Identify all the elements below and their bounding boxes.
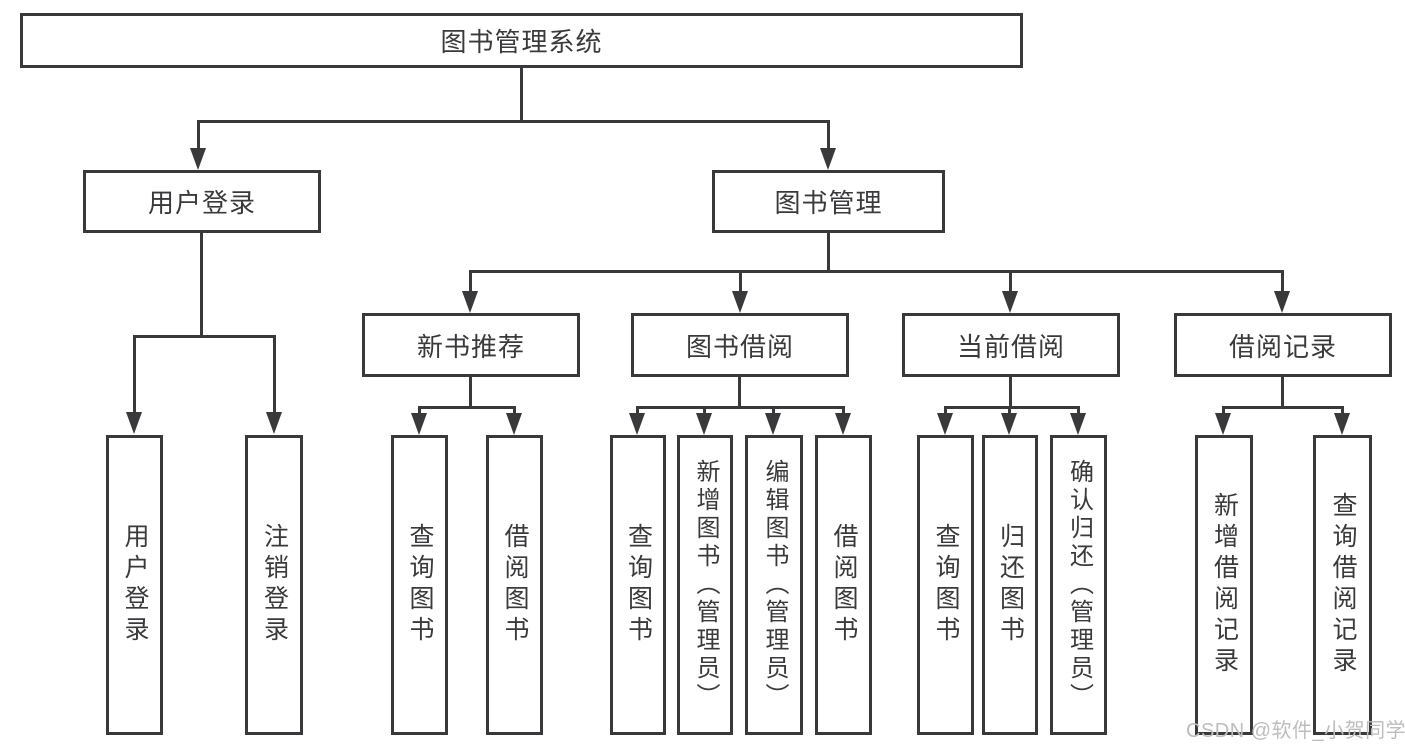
arrow-to-leaf-query-record — [1334, 406, 1351, 435]
leaf-label: 查询图书 — [932, 523, 960, 647]
leaf-query-borrow-record: 查询借阅记录 — [1313, 435, 1372, 735]
connector-root-stem — [520, 68, 523, 123]
node-label: 图书管理 — [774, 188, 883, 218]
node-label: 图书管理系统 — [440, 27, 603, 57]
leaf-label: 查询图书 — [624, 523, 653, 647]
arrow-to-leaf-query-books-2 — [629, 406, 646, 435]
arrow-to-book-management — [820, 120, 837, 170]
arrow-to-leaf-confirm-return — [1070, 406, 1087, 435]
arrow-to-new-book-recommend — [462, 270, 479, 313]
node-book-management: 图书管理 — [712, 170, 945, 233]
arrow-to-leaf-add-record — [1215, 406, 1232, 435]
leaf-add-books-admin: 新增图书（管理员） — [677, 435, 733, 735]
node-book-borrowing: 图书借阅 — [631, 313, 849, 377]
connector-root-branch — [197, 120, 830, 123]
leaf-query-books-recommend: 查询图书 — [391, 435, 448, 735]
arrow-to-leaf-logout — [266, 335, 283, 434]
connector-records-branch — [1223, 406, 1344, 409]
leaf-logout-login: 注销登录 — [245, 435, 303, 735]
leaf-add-borrow-record: 新增借阅记录 — [1195, 435, 1253, 735]
node-user-login: 用户登录 — [83, 170, 321, 233]
leaf-label: 借阅图书 — [501, 523, 529, 647]
csdn-watermark: CSDN @软件_小贺同学 — [1186, 720, 1405, 742]
node-label: 当前借阅 — [956, 331, 1065, 362]
arrow-to-leaf-user-login — [126, 335, 143, 434]
leaf-query-books-borrowing: 查询图书 — [610, 435, 666, 735]
connector-book-management-branch — [470, 270, 1284, 273]
leaf-label: 新增图书（管理员） — [692, 459, 719, 711]
arrow-to-leaf-edit-books — [765, 406, 782, 435]
leaf-label: 查询借阅记录 — [1329, 492, 1357, 678]
arrow-to-user-login — [190, 120, 207, 170]
leaf-return-books: 归还图书 — [982, 435, 1038, 735]
node-current-borrowing: 当前借阅 — [902, 313, 1120, 377]
arrow-to-book-borrowing — [732, 270, 749, 313]
connector-current-stem — [1009, 377, 1012, 408]
arrow-to-current-borrowing — [1002, 270, 1019, 313]
node-label: 新书推荐 — [416, 331, 525, 362]
connector-recommend-branch — [418, 406, 516, 409]
node-new-book-recommend: 新书推荐 — [362, 313, 580, 377]
leaf-borrow-books-borrowing: 借阅图书 — [815, 435, 872, 735]
leaf-borrow-books-recommend: 借阅图书 — [486, 435, 543, 735]
leaf-label: 新增借阅记录 — [1210, 492, 1239, 678]
leaf-label: 编辑图书（管理员） — [761, 459, 788, 711]
connector-recommend-stem — [469, 377, 472, 408]
leaf-label: 用户登录 — [121, 523, 149, 647]
arrow-to-leaf-query-books-3 — [937, 406, 954, 435]
node-borrowing-records: 借阅记录 — [1174, 313, 1392, 377]
node-label: 图书借阅 — [685, 331, 794, 362]
leaf-label: 归还图书 — [996, 523, 1025, 647]
arrow-to-leaf-borrow-books-2 — [835, 406, 852, 435]
connector-current-branch — [944, 406, 1080, 409]
node-label: 用户登录 — [147, 188, 256, 218]
arrow-to-leaf-add-books — [696, 406, 713, 435]
leaf-edit-books-admin: 编辑图书（管理员） — [745, 435, 803, 735]
leaf-label: 查询图书 — [406, 523, 434, 647]
connector-user-login-stem — [200, 233, 203, 337]
leaf-label: 借阅图书 — [830, 523, 858, 647]
connector-borrowing-stem — [738, 377, 741, 408]
connector-records-stem — [1281, 377, 1284, 408]
leaf-confirm-return-admin: 确认归还（管理员） — [1050, 435, 1107, 735]
arrow-to-borrowing-records — [1274, 270, 1291, 313]
arrow-to-leaf-return-books — [1001, 406, 1018, 435]
connector-borrowing-branch — [636, 406, 845, 409]
leaf-label: 注销登录 — [260, 523, 289, 647]
node-root-library-management-system: 图书管理系统 — [20, 13, 1023, 68]
node-label: 借阅记录 — [1228, 331, 1337, 362]
leaf-user-login: 用户登录 — [106, 435, 163, 735]
arrow-to-leaf-borrow-books-1 — [506, 406, 523, 435]
leaf-query-books-current: 查询图书 — [917, 435, 974, 735]
connector-user-login-branch — [133, 335, 276, 338]
arrow-to-leaf-query-books-1 — [411, 406, 428, 435]
connector-book-management-stem — [827, 233, 830, 272]
leaf-label: 确认归还（管理员） — [1065, 459, 1093, 711]
